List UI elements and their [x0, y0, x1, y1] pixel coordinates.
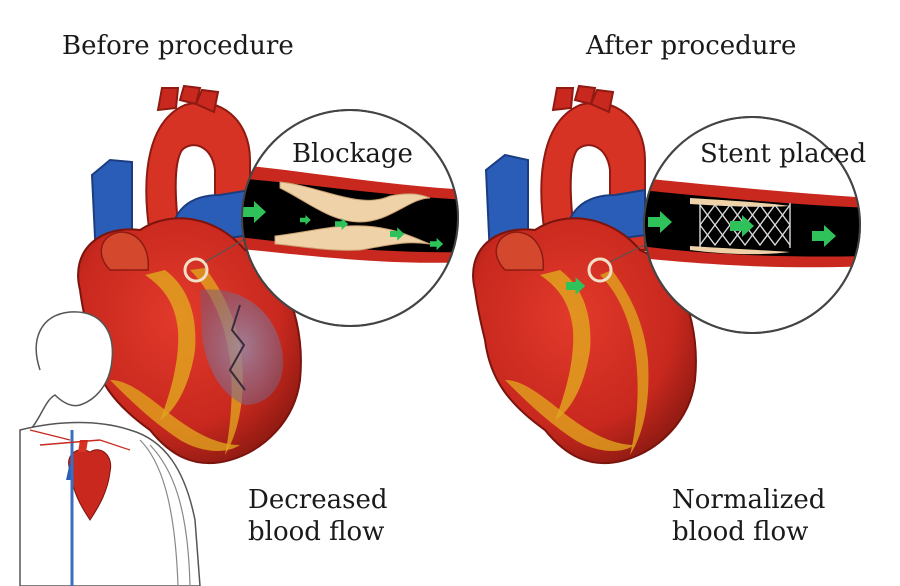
- callout-label-blockage: Blockage: [292, 139, 413, 169]
- caption-after-line1: Normalized: [672, 485, 826, 515]
- panel-title-before: Before procedure: [62, 31, 294, 61]
- callout-label-stent: Stent placed: [700, 139, 867, 169]
- callout-line: [204, 235, 251, 263]
- stent-magnifier: [643, 116, 861, 334]
- heart-before-icon: [77, 84, 302, 465]
- panel-title-after: After procedure: [586, 31, 797, 61]
- caption-before-line1: Decreased: [248, 485, 388, 515]
- caption-after-line2: blood flow: [672, 517, 809, 547]
- caption-before-line2: blood flow: [248, 517, 385, 547]
- person-silhouette-icon: [19, 311, 201, 586]
- heart-after-icon: [472, 84, 697, 465]
- blockage-magnifier: [241, 109, 459, 327]
- callout-line: [609, 241, 651, 263]
- stent-icon: [699, 203, 791, 248]
